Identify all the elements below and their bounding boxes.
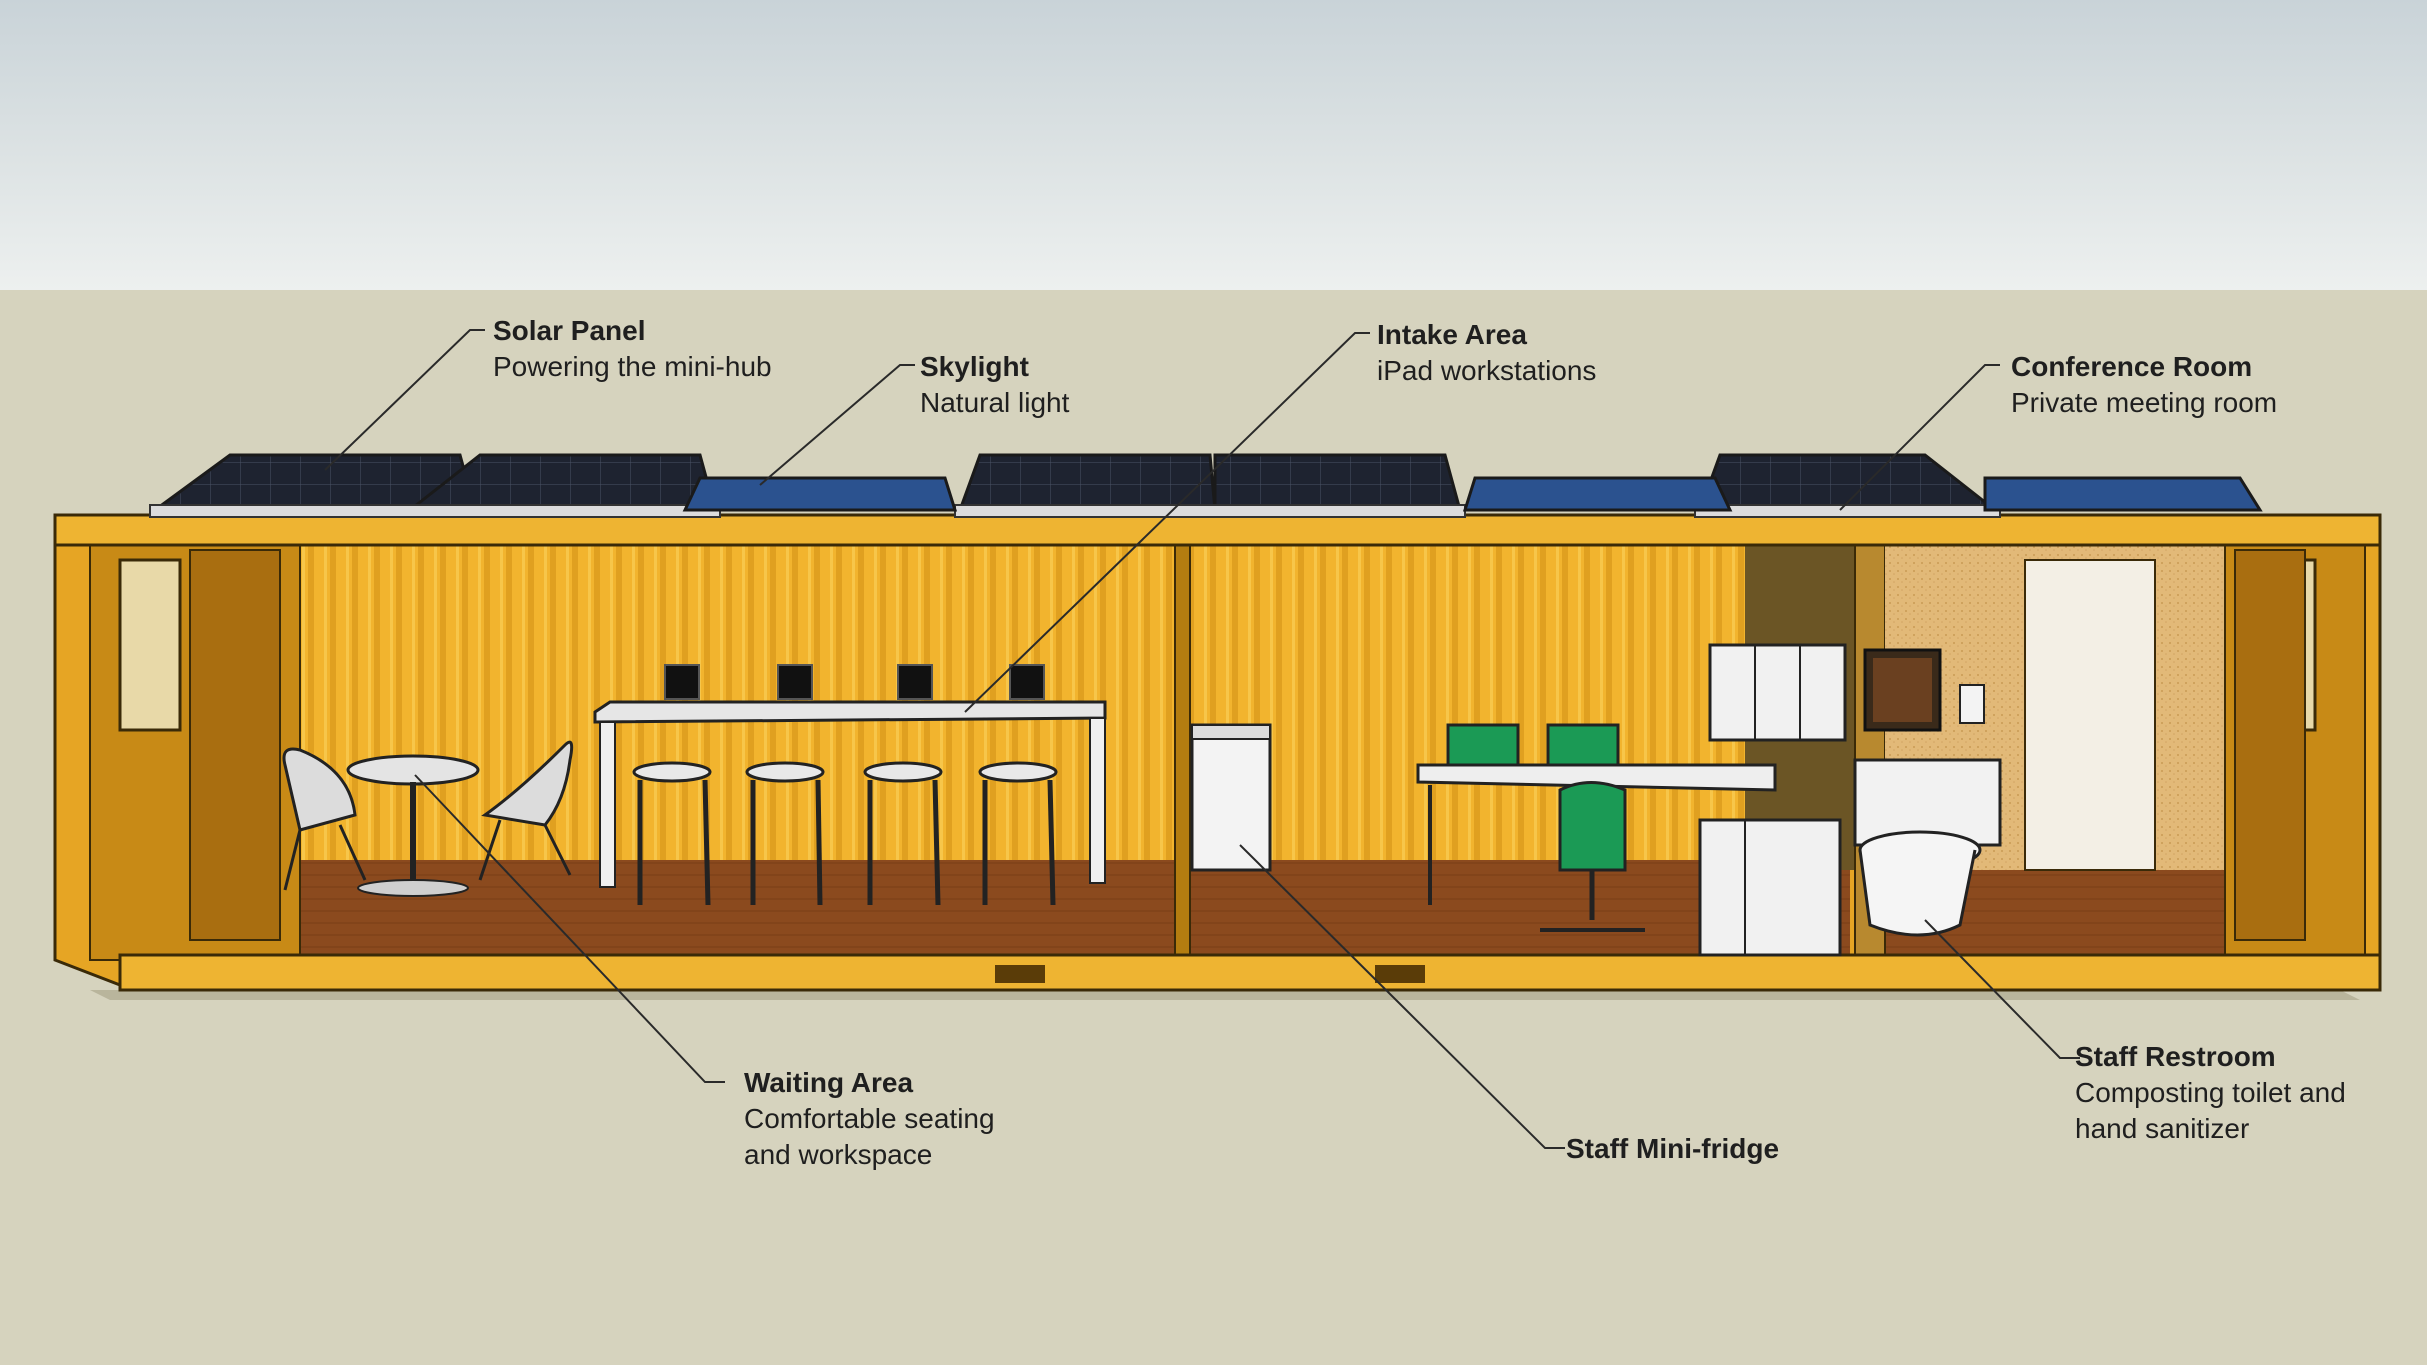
waiting-area-title: Waiting Area [744,1067,914,1098]
intake-floor [1190,860,1850,960]
callout-staff-minifridge: Staff Mini-fridge [1566,1131,1779,1167]
intake-area-desc: iPad workstations [1377,355,1597,386]
waiting-area-desc-line2: and workspace [744,1139,933,1170]
callout-waiting-area: Waiting Area Comfortable seating and wor… [744,1065,995,1173]
staff-restroom-title: Staff Restroom [2075,1041,2276,1072]
intake-desk [1416,643,1847,957]
mini-fridge [1190,723,1272,872]
composting-toilet [1853,758,2002,937]
ipad-workstation-counter [593,664,1107,906]
conference-room-desc: Private meeting room [2011,387,2278,418]
intake-back-wall [1190,540,1750,870]
waiting-floor [155,860,1175,960]
skylight-title: Skylight [920,351,1029,382]
conference-room-title: Conference Room [2011,351,2253,382]
sky-background [0,0,2427,290]
staff-minifridge-title: Staff Mini-fridge [1566,1133,1780,1164]
solar-panels [149,453,2001,518]
callout-staff-restroom: Staff Restroom Composting toilet and han… [2075,1039,2346,1147]
skylights [682,476,2263,512]
callout-intake-area: Intake Area iPad workstations [1377,317,1596,389]
callout-skylight: Skylight Natural light [920,349,1069,421]
callout-leader-lines [324,329,2080,1149]
left-door [189,549,281,941]
waiting-area-desc-line1: Comfortable seating [744,1103,995,1134]
staff-restroom-desc-line1: Composting toilet and [2075,1077,2346,1108]
callout-conference-room: Conference Room Private meeting room [2011,349,2277,421]
intake-area-title: Intake Area [1377,319,1527,350]
restroom-door [2024,559,2156,871]
solar-panel-title: Solar Panel [493,315,646,346]
hand-sanitizer [1959,684,1985,724]
staff-restroom-desc-line2: hand sanitizer [2075,1113,2250,1144]
waiting-area-furniture [282,740,574,897]
solar-panel-desc: Powering the mini-hub [493,351,772,382]
left-door-window [118,558,182,732]
skylight-desc: Natural light [920,387,1070,418]
callout-solar-panel: Solar Panel Powering the mini-hub [493,313,772,385]
